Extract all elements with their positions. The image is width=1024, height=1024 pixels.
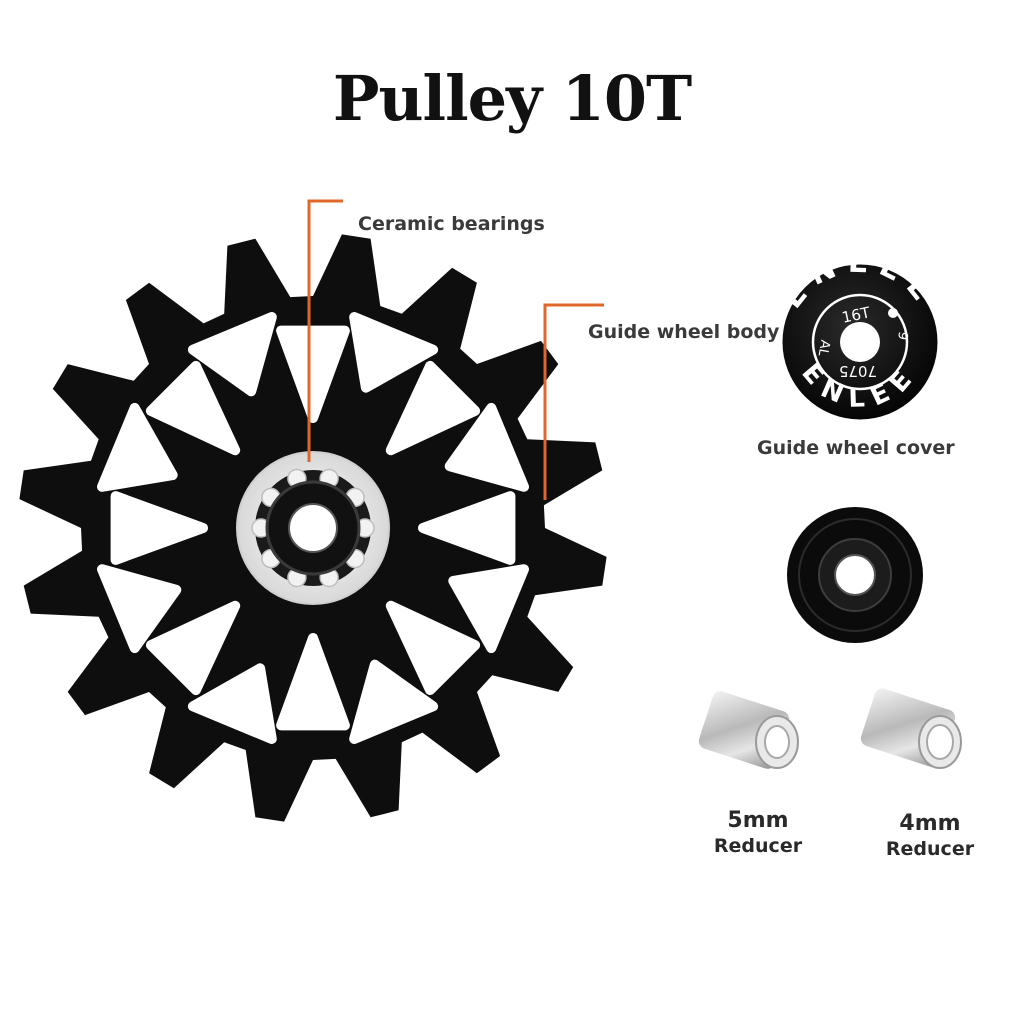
reducer-4mm-name: Reducer: [885, 838, 975, 860]
spoke-window: [110, 491, 208, 565]
spoke-window: [385, 600, 481, 696]
dust-cap: [787, 507, 923, 643]
pulley-wheel: [19, 234, 607, 822]
spoke-window: [418, 491, 516, 565]
reducer-4mm-sleeve: [860, 688, 962, 769]
spoke-window: [444, 402, 529, 492]
reducer-5mm-size: 5mm: [727, 808, 789, 833]
guide-wheel-body-label: Guide wheel body: [588, 321, 780, 343]
reducer-4mm-size: 4mm: [899, 811, 961, 836]
spoke-window: [276, 325, 350, 423]
spoke-window: [448, 564, 529, 654]
page-title: Pulley 10T: [332, 62, 692, 135]
spoke-window: [97, 402, 178, 492]
guide-wheel-body-callout-line: [543, 303, 604, 500]
spoke-window: [349, 659, 439, 744]
spoke-window: [97, 564, 182, 654]
cover-teeth-marking: 16T: [840, 303, 872, 327]
callout-lines: [307, 199, 604, 500]
spoke-window: [276, 633, 350, 731]
reducer-5mm-name: Reducer: [713, 835, 803, 857]
spoke-window: [145, 360, 241, 456]
cover-alloy-marking: 7075: [839, 362, 877, 380]
ceramic-bearings-label: Ceramic bearings: [358, 213, 545, 235]
spoke-cutouts: [97, 312, 529, 744]
spoke-window: [145, 600, 241, 696]
guide-wheel-cover-label: Guide wheel cover: [757, 437, 955, 459]
reducer-5mm-label: 5mm Reducer: [678, 808, 838, 857]
cover-material-marking: AL: [815, 339, 833, 358]
spoke-window: [187, 312, 277, 397]
spoke-window: [385, 360, 481, 456]
spoke-window: [187, 663, 277, 744]
guide-wheel-cover: ENLEE ENLEE 16T 7075 AL 6: [775, 245, 941, 423]
reducer-4mm-label: 4mm Reducer: [850, 811, 1010, 860]
cover-number-marking: 6: [896, 331, 912, 342]
reducer-5mm-sleeve: [698, 691, 799, 769]
ceramic-bearings-callout-line: [307, 199, 343, 462]
spoke-window: [349, 312, 439, 393]
ceramic-bearing: [236, 451, 390, 605]
